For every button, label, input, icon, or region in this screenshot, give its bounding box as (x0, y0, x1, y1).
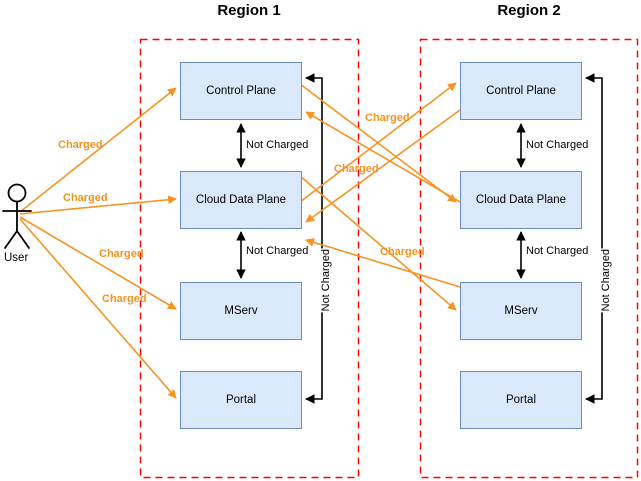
edge-label-not-charged-r1-bus: Not Charged (320, 248, 333, 313)
edge-label-charged-1: Charged (58, 139, 103, 151)
node-r1-portal[interactable]: Portal (180, 371, 302, 429)
edge-label-not-charged-r2-bus: Not Charged (600, 248, 613, 313)
edge-charged-user-to-r1-clouddataplane (19, 195, 177, 215)
edge-label-not-charged-r1-top: Not Charged (245, 139, 310, 152)
node-r1-mserv[interactable]: MServ (180, 282, 302, 340)
edge-charged-user-to-r1-controlplane (19, 87, 177, 213)
node-r2-control-plane[interactable]: Control Plane (460, 62, 582, 120)
edge-label-not-charged-r2-mid: Not Charged (525, 245, 590, 258)
edge-label-charged-4: Charged (102, 293, 147, 305)
edge-label-charged-2: Charged (63, 192, 108, 204)
edge-charged-r2b-to-r1-clouddataplane (305, 238, 471, 291)
edge-charged-r2-to-r1-controlplane (305, 111, 461, 203)
region2-boundary (419, 38, 639, 479)
edge-charged-user-to-r1-portal (19, 218, 177, 399)
user-actor-label: User (4, 252, 29, 264)
node-r2-portal[interactable]: Portal (460, 371, 582, 429)
edge-charged-r2-to-r1-clouddataplane (305, 109, 461, 223)
node-r2-mserv[interactable]: MServ (460, 282, 582, 340)
edge-r2-portal-controlplane (585, 73, 603, 404)
user-actor-icon (2, 183, 32, 249)
edge-label-charged-6: Charged (334, 163, 379, 175)
edge-label-not-charged-r1-mid: Not Charged (245, 245, 310, 258)
edge-label-charged-3: Charged (99, 248, 144, 260)
node-r1-control-plane[interactable]: Control Plane (180, 62, 302, 120)
region1-boundary (139, 38, 360, 479)
node-r2-cloud-data-plane[interactable]: Cloud Data Plane (460, 171, 582, 229)
edge-charged-user-to-r1-mserv (19, 216, 177, 310)
edge-label-charged-7: Charged (380, 246, 425, 258)
edge-label-charged-5: Charged (365, 112, 410, 124)
region2-title: Region 2 (497, 2, 561, 19)
edge-charged-r1-to-r2-clouddataplane (299, 83, 457, 203)
edge-r1-portal-controlplane (305, 73, 323, 404)
node-r1-cloud-data-plane[interactable]: Cloud Data Plane (180, 171, 302, 229)
edge-label-not-charged-r2-top: Not Charged (525, 139, 590, 152)
edge-charged-r1-to-r2-mserv (299, 175, 457, 311)
region1-title: Region 1 (217, 2, 281, 19)
